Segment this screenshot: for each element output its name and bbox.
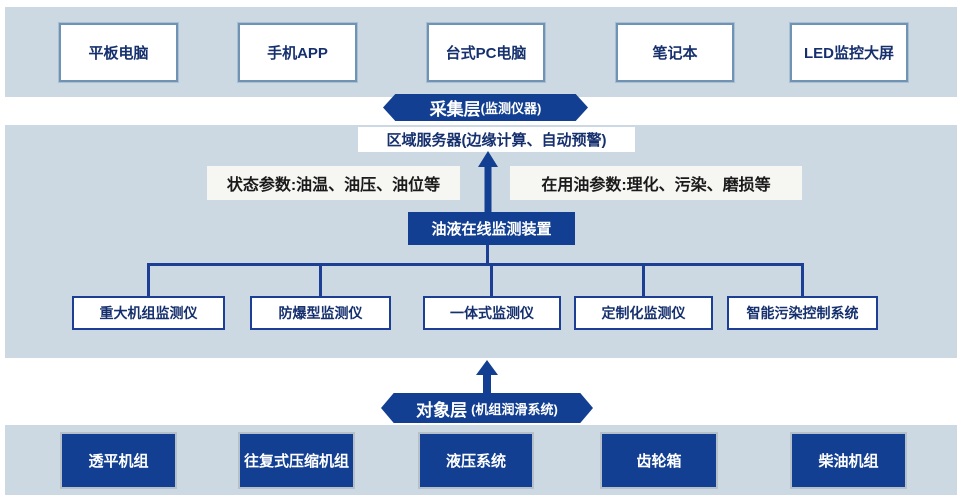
display-device-box: 笔记本	[616, 23, 734, 82]
equipment-label: 往复式压缩机组	[243, 453, 349, 470]
monitor-label: 定制化监测仪	[601, 305, 686, 321]
oil-params-text: 在用油参数:理化、污染、磨损等	[541, 177, 771, 194]
display-device-label: LED监控大屏	[803, 45, 894, 62]
collection-layer-subtitle: (监测仪器)	[480, 101, 542, 116]
monitor-box: 一体式监测仪	[423, 296, 561, 330]
connector-drop	[801, 263, 804, 296]
oil-monitoring-device-label: 油液在线监测装置	[431, 221, 552, 238]
monitor-box: 防爆型监测仪	[250, 296, 391, 330]
object-layer-title: 对象层	[416, 400, 468, 420]
status-params-text: 状态参数:油温、油压、油位等	[226, 177, 441, 194]
display-device-box: 平板电脑	[59, 23, 178, 82]
status-params-label: 状态参数:油温、油压、油位等	[207, 166, 460, 200]
display-device-label: 手机APP	[267, 45, 328, 62]
monitor-box: 重大机组监测仪	[72, 296, 225, 330]
connector-drop	[319, 263, 322, 296]
connector-drop	[642, 263, 645, 296]
oil-monitoring-device-box: 油液在线监测装置	[408, 212, 575, 245]
equipment-box: 齿轮箱	[600, 432, 718, 489]
display-device-box: 台式PC电脑	[427, 23, 545, 82]
display-device-box: 手机APP	[238, 23, 357, 82]
equipment-label: 透平机组	[88, 453, 149, 470]
connector-horizontal	[147, 263, 804, 266]
monitor-box: 智能污染控制系统	[727, 296, 878, 330]
connector-drop	[490, 263, 493, 296]
equipment-box: 透平机组	[60, 432, 177, 489]
up-arrow-icon	[476, 360, 498, 393]
oil-params-label: 在用油参数:理化、污染、磨损等	[510, 166, 802, 200]
equipment-box: 柴油机组	[790, 432, 907, 489]
equipment-box: 液压系统	[418, 432, 534, 489]
collection-layer-title: 采集层	[429, 100, 481, 119]
regional-server-box: 区域服务器(边缘计算、自动预警)	[358, 127, 635, 152]
object-layer-subtitle: (机组润滑系统)	[471, 401, 558, 417]
monitor-label: 重大机组监测仪	[99, 305, 198, 321]
display-device-label: 笔记本	[652, 45, 698, 62]
monitor-label: 一体式监测仪	[450, 305, 534, 321]
monitor-box: 定制化监测仪	[574, 296, 713, 330]
equipment-label: 液压系统	[445, 453, 506, 470]
object-layer-pill: 对象层(机组润滑系统)	[381, 393, 593, 423]
display-device-label: 台式PC电脑	[445, 45, 527, 62]
display-device-box: LED监控大屏	[790, 23, 908, 82]
monitor-label: 防爆型监测仪	[278, 305, 363, 321]
equipment-box: 往复式压缩机组	[238, 432, 355, 489]
up-arrow-icon	[478, 151, 498, 212]
collection-layer-pill: 采集层(监测仪器)	[383, 94, 588, 121]
regional-server-label: 区域服务器(边缘计算、自动预警)	[386, 132, 607, 149]
display-device-label: 平板电脑	[88, 45, 149, 62]
equipment-label: 柴油机组	[818, 453, 879, 470]
equipment-label: 齿轮箱	[636, 453, 682, 470]
connector-drop	[147, 263, 150, 296]
monitor-label: 智能污染控制系统	[746, 305, 859, 321]
connector-stem	[486, 245, 489, 264]
